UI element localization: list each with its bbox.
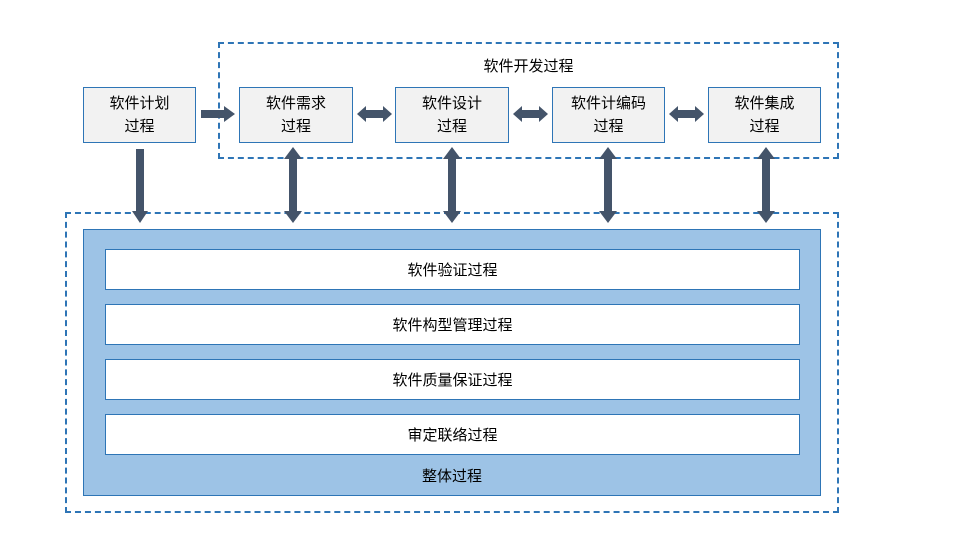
certification-liaison-process-strip: 审定联络过程	[105, 414, 800, 455]
configuration-management-process-strip: 软件构型管理过程	[105, 304, 800, 345]
development-group-title: 软件开发过程	[483, 57, 574, 75]
arrow-coding-integration	[669, 106, 704, 122]
arrow-design-coding	[513, 106, 548, 122]
arrow-requirements-design	[357, 106, 392, 122]
requirements-process-label-line2: 过程	[280, 117, 311, 135]
quality-assurance-process-strip: 软件质量保证过程	[105, 359, 800, 400]
arrow-planning-to-overall	[132, 149, 148, 223]
design-process-label-line1: 软件设计	[421, 94, 482, 112]
integration-process-label-line2: 过程	[749, 117, 780, 135]
coding-process-box: 软件计编码 过程	[552, 87, 665, 143]
coding-process-label-line1: 软件计编码	[570, 94, 646, 112]
planning-process-label-line1: 软件计划	[109, 94, 170, 112]
coding-process-label-line2: 过程	[593, 117, 624, 135]
design-process-box: 软件设计 过程	[395, 87, 509, 143]
arrow-coding-overall	[599, 147, 617, 223]
arrow-planning-to-requirements	[201, 106, 235, 122]
development-process-group	[218, 42, 839, 159]
design-process-label-line2: 过程	[436, 117, 467, 135]
requirements-process-label-line1: 软件需求	[265, 94, 326, 112]
integration-process-label-line1: 软件集成	[734, 94, 795, 112]
integration-process-box: 软件集成 过程	[708, 87, 821, 143]
planning-process-box: 软件计划 过程	[83, 87, 196, 143]
arrow-requirements-overall	[284, 147, 302, 223]
arrow-integration-overall	[757, 147, 775, 223]
verification-process-strip: 软件验证过程	[105, 249, 800, 290]
arrow-design-overall	[443, 147, 461, 223]
overall-process-title: 整体过程	[421, 467, 482, 485]
planning-process-label-line2: 过程	[124, 117, 155, 135]
requirements-process-box: 软件需求 过程	[239, 87, 353, 143]
